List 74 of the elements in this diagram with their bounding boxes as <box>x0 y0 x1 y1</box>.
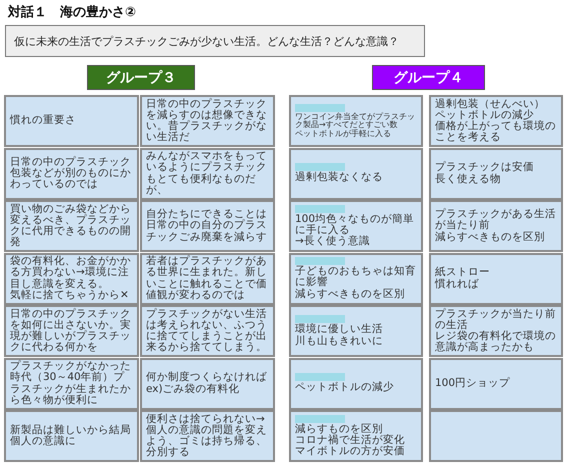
opinion-card <box>140 358 275 410</box>
opinion-card <box>289 252 423 304</box>
opinion-card <box>4 95 139 147</box>
card-text: 気軽に捨てちゃうから✕ <box>10 290 130 301</box>
card-text: 買い物のごみ袋などから変えるべき、プラスチックに代用できるものの開発 <box>10 204 132 248</box>
opinion-card <box>140 305 275 357</box>
card-text: 慣れの重要さ <box>10 115 77 127</box>
opinion-card <box>4 148 139 200</box>
opinion-card <box>140 95 275 147</box>
page-title: 対話１ 海の豊かさ② <box>8 4 136 21</box>
card-text: 自分たちにできることは日常の中の自分のプラスチックごみ廃棄を減らす <box>146 209 268 243</box>
opinion-card <box>289 95 423 147</box>
opinion-card <box>140 200 275 252</box>
card-text: 川も山もきれいに <box>295 336 384 347</box>
card-text: 減らすべきものを区別 <box>435 232 546 243</box>
card-text: プラスチックがなかった時代（30～40年前）プラスチックが生まれたから色々物が便利に <box>10 361 132 406</box>
opinion-card <box>289 200 423 252</box>
opinion-card <box>429 148 563 200</box>
opinion-card <box>429 358 563 410</box>
opinion-card <box>429 305 563 357</box>
card-text: 若者はプラスチックがある世界に生まれた。新しいことに触れることで価値観が変わるのでは <box>146 256 268 301</box>
card-text: 過剰包装なくなる <box>295 172 384 184</box>
opinion-card <box>140 148 275 200</box>
question-text: 仮に未来の生活でプラスチックごみが少ない生活。どんな生活？どんな意識？ <box>14 34 399 48</box>
opinion-card <box>140 252 275 304</box>
card-text: プラスチックがない生活は考えられない、ふつうに捨ててしまうことが出来るから捨ててしまう。 <box>146 308 268 354</box>
opinion-card <box>289 410 423 462</box>
card-text: ペットボトルの減少 <box>295 382 395 394</box>
card-text: プラスチックは安価 <box>435 162 535 174</box>
card-text: 環境に優しい生活 <box>295 324 384 336</box>
card-text: マイボトルの方が安価 <box>295 446 406 458</box>
group-header: グループ４ <box>372 65 485 90</box>
card-text: 長く使える物 <box>435 174 502 185</box>
card-text: みんながスマホをもっているようにプラスチックもとても便利なものだが、 <box>146 151 268 196</box>
card-text: レジ袋の有料化で環境の意識が高まったかも <box>435 331 557 354</box>
card-text: 100均色々なものが簡単に手に入る <box>295 214 416 236</box>
card-text: 子どものおもちゃは知育に影響 <box>295 266 417 288</box>
opinion-card <box>4 200 139 252</box>
card-text: コロナ禍で生活が変化 <box>295 434 406 446</box>
card-text: ex)ごみ袋の有料化 <box>146 384 241 395</box>
empty-card <box>429 410 563 462</box>
opinion-card <box>289 305 423 357</box>
card-text: →長く使う意識 <box>295 236 371 248</box>
card-text: プラスチックがある生活が当たり前 <box>435 209 557 232</box>
opinion-card <box>4 410 139 462</box>
opinion-card <box>289 148 423 200</box>
card-text: 過剰包装（せんべい） <box>435 98 546 110</box>
card-text: 100円ショップ <box>435 378 512 390</box>
card-text: 日常の中のプラスチックを減らすのは想像できない。昔プラスチックがない生活だ <box>146 98 268 144</box>
card-text: 新製品は難しいから結局個人の意識に <box>10 424 132 448</box>
question-box <box>5 25 425 57</box>
card-text: ペットボトルが手軽に入る <box>295 130 392 138</box>
opinion-card <box>4 358 139 410</box>
opinion-card <box>140 410 275 462</box>
card-text: 袋の有料化、お金がかかる方買わない→環境に注目し意識を変える。 <box>10 256 132 290</box>
card-text: ワンコイン弁当全てがプラスチック製品→すべてだとすごい数 <box>295 112 416 130</box>
opinion-card <box>4 252 139 304</box>
card-text: 減らすべきものを区別 <box>295 288 406 300</box>
card-text: 日常の中のプラスチック包装などが別のものにかわっているのでは <box>10 156 132 190</box>
opinion-card <box>429 200 563 252</box>
card-text: 何か制度つくらなければ <box>146 372 268 384</box>
card-text: ペットボトルの減少 <box>435 110 534 121</box>
card-text: 日常の中のプラスチックを如何に出さないか。実現が難しいがプラスチックに代わる何かを <box>10 308 132 354</box>
opinion-card <box>429 95 563 147</box>
card-text: プラスチックが当たり前の生活 <box>435 308 557 331</box>
card-text: 紙ストロー <box>435 267 491 278</box>
opinion-card <box>4 305 139 357</box>
card-text: 慣れれば <box>435 278 480 290</box>
card-text: 減らすものを区別 <box>295 424 383 435</box>
opinion-card <box>289 358 423 410</box>
opinion-card <box>429 252 563 304</box>
group-header: グループ３ <box>87 65 195 90</box>
card-text: 価格が上がっても環境のことを考える <box>435 121 557 144</box>
card-text: 便利さは捨てられない→個人の意識の問題を変えよう、ゴミは持ち帰る、分別する <box>146 414 268 458</box>
